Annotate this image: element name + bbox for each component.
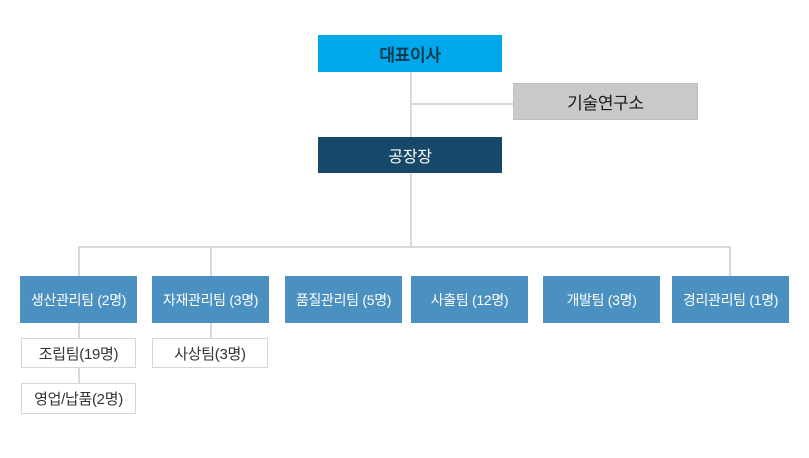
team-box-production-management: 생산관리팀 (2명) [20, 276, 137, 323]
team-label: 사출팀 (12명) [430, 291, 509, 308]
team-label: 경리관리팀 (1명) [682, 291, 779, 308]
team-box-development: 개발팀 (3명) [543, 276, 660, 323]
subteam-box-sales-delivery: 영업/납품(2명) [21, 383, 136, 414]
connector-drop-team2 [210, 246, 212, 276]
team-label: 품질관리팀 (5명) [295, 291, 392, 308]
subteam-label: 조립팀(19명) [38, 345, 119, 363]
team-label: 자재관리팀 (3명) [162, 291, 259, 308]
team-box-injection-molding: 사출팀 (12명) [411, 276, 528, 323]
team-box-accounting-management: 경리관리팀 (1명) [672, 276, 789, 323]
node-ceo-label: 대표이사 [379, 46, 441, 65]
subteam-box-assembly: 조립팀(19명) [21, 338, 136, 368]
connector-teams-distributor [78, 246, 731, 248]
node-ceo: 대표이사 [318, 35, 502, 72]
subteam-label: 사상팀(3명) [174, 345, 246, 363]
subteam-label: 영업/납품(2명) [34, 391, 123, 408]
team-label: 개발팀 (3명) [566, 291, 637, 308]
team-box-quality-management: 품질관리팀 (5명) [285, 276, 402, 323]
connector-drop-sales-team [78, 368, 80, 383]
node-factory-manager: 공장장 [318, 137, 502, 173]
node-factory-manager-label: 공장장 [388, 149, 432, 166]
connector-drop-team6 [729, 246, 731, 276]
subteam-box-finishing: 사상팀(3명) [152, 338, 268, 368]
team-box-materials-management: 자재관리팀 (3명) [152, 276, 269, 323]
team-label: 생산관리팀 (2명) [30, 291, 127, 308]
connector-branch-to-research [410, 103, 513, 105]
connector-drop-finishing-team [210, 323, 212, 338]
connector-drop-team1 [78, 246, 80, 276]
node-research-institute: 기술연구소 [513, 83, 698, 120]
connector-drop-assembly-team [78, 323, 80, 338]
connector-factory-to-teams [410, 173, 412, 246]
node-research-institute-label: 기술연구소 [567, 94, 644, 113]
